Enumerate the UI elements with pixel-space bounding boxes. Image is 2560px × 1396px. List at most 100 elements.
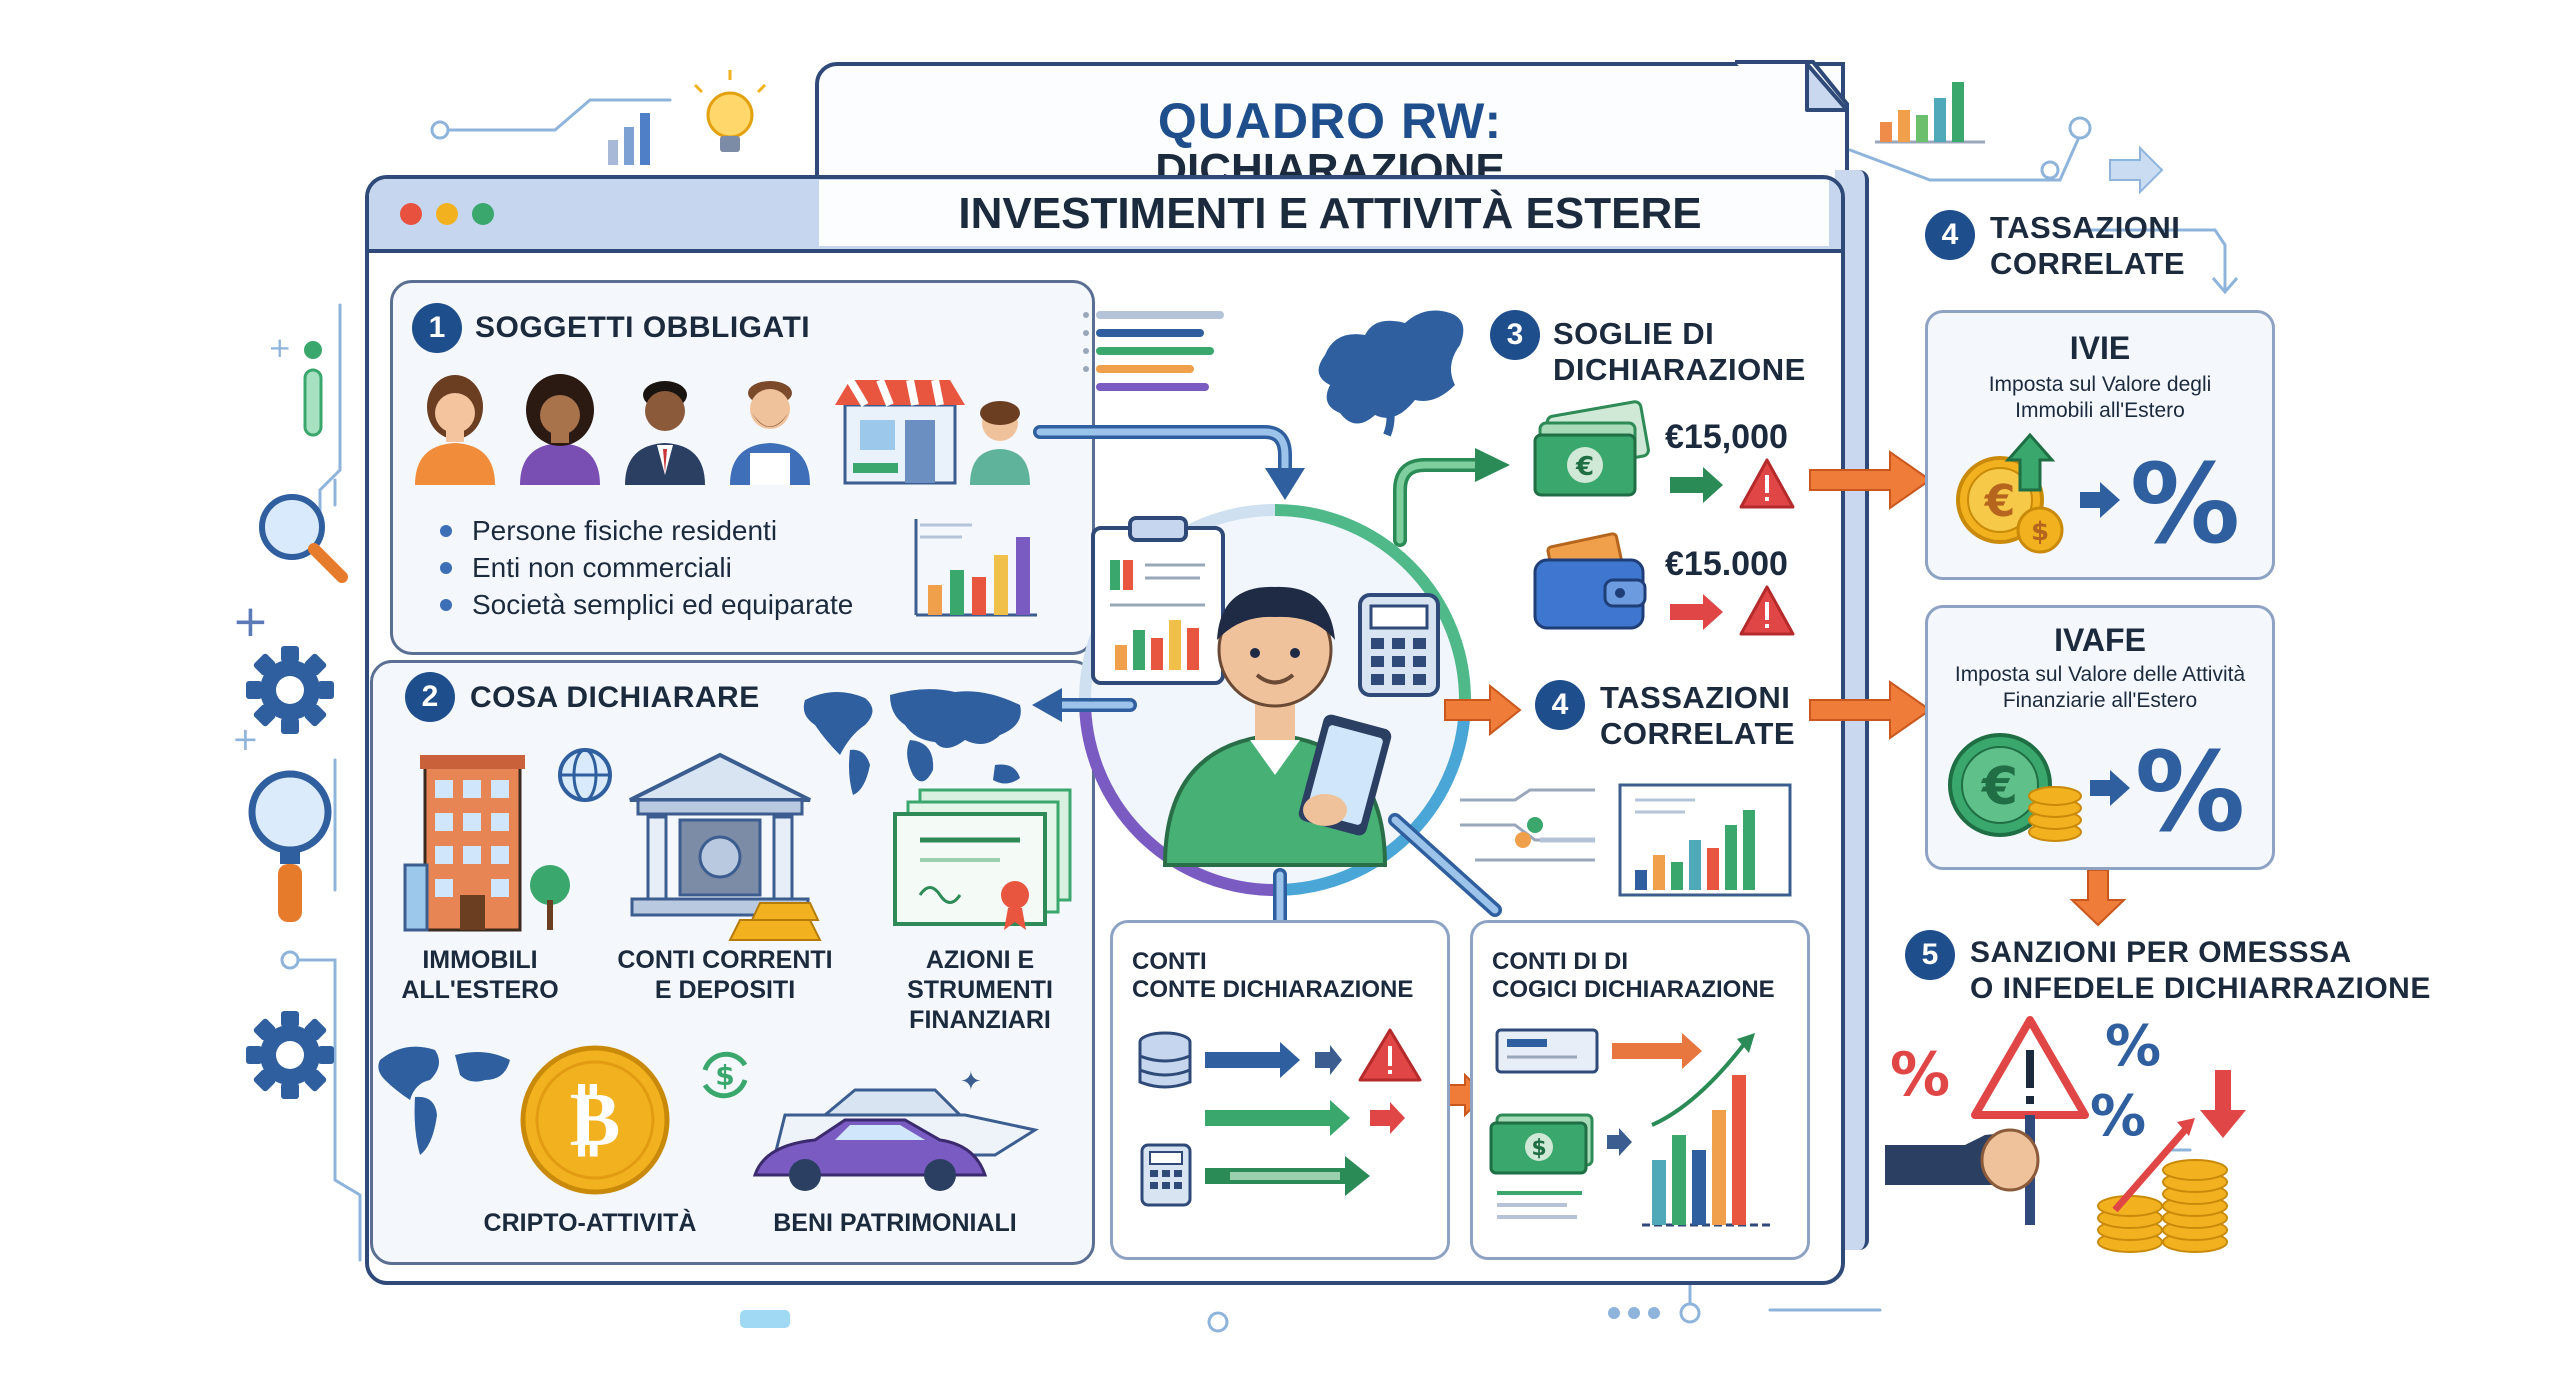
page-title-line-3-repeat: INVESTIMENTI E ATTIVITÀ ESTERE <box>958 189 1702 238</box>
ivafe-icons: € % <box>1948 728 2245 856</box>
bar-chart-icon <box>608 113 650 165</box>
world-map-icon <box>803 689 1021 795</box>
globe-icon <box>558 748 612 802</box>
ivie-title: IVIE <box>2069 330 2131 366</box>
svg-text:✦: ✦ <box>960 1067 982 1097</box>
bullet-item: Persone fisiche residenti <box>440 512 853 549</box>
svg-text:€: € <box>1981 757 2018 817</box>
database-icon <box>1138 1031 1192 1089</box>
item-immobili-label: IMMOBILI ALL'ESTERO <box>401 946 559 1004</box>
bullet-persone-fisiche: Persone fisiche residenti <box>472 515 778 546</box>
threshold-1-arrow <box>1670 458 1795 509</box>
svg-text:₿: ₿ <box>570 1074 621 1163</box>
section-4-right-badge: 4 <box>1925 210 1975 260</box>
sanzioni-illustration: % % % <box>1885 1014 2246 1253</box>
bullet-item: Enti non commerciali <box>440 549 853 586</box>
person-woman-icon <box>415 375 495 485</box>
bank-icon <box>629 752 822 941</box>
lightbulb-icon <box>693 70 767 152</box>
magnifier-icon <box>259 494 348 583</box>
calculator-icon <box>1358 593 1440 697</box>
percent-icon: % <box>2135 728 2245 856</box>
person-woman-icon <box>520 374 600 485</box>
world-map-icon <box>378 1046 510 1155</box>
ivie-desc: Imposta sul Valore degli Immobili all'Es… <box>1988 373 2212 422</box>
certificate-icon <box>893 788 1072 930</box>
svg-text:%: % <box>2130 440 2240 568</box>
title-line-1: QUADRO RW: <box>1157 93 1503 149</box>
page-fold <box>1735 60 1849 178</box>
ivie-icons: € $ % <box>1956 432 2240 568</box>
dollar-cycle-icon: $ <box>702 1051 748 1099</box>
svg-text:€: € <box>1575 452 1594 482</box>
svg-text:$: $ <box>1531 1136 1546 1161</box>
maximize-window-button[interactable] <box>472 203 494 225</box>
conti-2-content: $ <box>1489 1028 1772 1227</box>
close-window-button[interactable] <box>400 203 422 225</box>
gear-icon <box>246 1011 334 1099</box>
section-2-title: COSA DICHIARARE <box>470 681 760 714</box>
bar-chart-icon <box>1875 82 1985 144</box>
europe-map-icon <box>1318 310 1464 437</box>
percent-icon: % <box>2090 1084 2146 1149</box>
item-beni-label: BENI PATRIMONIALI <box>773 1209 1017 1237</box>
section-4-mid-title: TASSAZIONI CORRELATE <box>1600 680 1796 751</box>
item-cripto-label: CRIPTO-ATTIVITÀ <box>483 1209 697 1237</box>
section-1-title: SOGGETTI OBBLIGATI <box>475 311 811 344</box>
shop-icon <box>835 377 965 485</box>
section-1-badge: 1 <box>412 303 462 353</box>
people-icons <box>415 374 1030 485</box>
window-controls <box>400 203 494 225</box>
section-2-badge: 2 <box>405 672 455 722</box>
item-conti-label: CONTI CORRENTI E DEPOSITI <box>617 946 833 1004</box>
percent-icon: % <box>1890 1040 1950 1110</box>
section-3-badge: 3 <box>1490 310 1540 360</box>
person-man-icon <box>625 381 705 485</box>
svg-text:+: + <box>268 331 291 364</box>
svg-text:+: + <box>232 720 259 758</box>
conti-1-title: CONTI CONTE DICHIARAZIONE <box>1132 948 1414 1003</box>
item-azioni-label: AZIONI E STRUMENTI FINANZIARI <box>907 946 1053 1034</box>
doc-title-mask <box>819 180 1829 246</box>
network-chart-icon <box>1460 783 1792 897</box>
svg-text:€: € <box>1984 476 2016 527</box>
section-4-mid-badge: 4 <box>1535 680 1585 730</box>
person-woman-icon <box>970 401 1030 485</box>
list-lines-icon <box>1083 311 1224 391</box>
threshold-2-value: €15.000 <box>1665 545 1788 583</box>
svg-text:%: % <box>2135 728 2245 856</box>
conti-2-title: CONTI DI DI COGICI DICHIARAZIONE <box>1492 948 1775 1003</box>
threshold-2-arrow <box>1670 585 1795 636</box>
magnifier-icon <box>248 770 332 922</box>
section-3-title: SOGLIE DI DICHIARAZIONE <box>1553 316 1806 387</box>
svg-text:+: + <box>232 596 269 647</box>
bullet-societa: Società semplici ed equiparate <box>472 589 854 620</box>
section-4-right-title: TASSAZIONI CORRELATE <box>1990 210 2186 281</box>
wallet-icon <box>1533 532 1647 630</box>
gear-icon <box>246 646 334 734</box>
clipboard-icon <box>1091 516 1225 685</box>
bar-chart-icon <box>914 519 1037 617</box>
percent-icon: % <box>2105 1014 2161 1079</box>
person-man-icon <box>730 381 810 485</box>
section-5-title: SANZIONI PER OMESSSA O INFEDELE DICHIARR… <box>1970 936 2431 1005</box>
ivafe-title: IVAFE <box>2054 622 2146 658</box>
bitcoin-icon: ₿ <box>520 1045 670 1195</box>
buildings-icon <box>403 755 570 932</box>
minimize-window-button[interactable] <box>436 203 458 225</box>
section-5-badge: 5 <box>1905 930 1955 980</box>
threshold-1-value: €15,000 <box>1665 418 1788 456</box>
info-icon <box>303 341 323 437</box>
banknote-icon: € <box>1533 400 1650 497</box>
euro-coin-icon: € <box>1948 733 2052 837</box>
percent-icon: % <box>2130 440 2240 568</box>
bullet-enti: Enti non commerciali <box>472 552 732 583</box>
person-with-tablet-icon <box>1162 586 1392 867</box>
car-boat-icon: ✦ <box>752 1067 1039 1191</box>
conti-1-content <box>1138 1028 1422 1207</box>
svg-text:$: $ <box>2031 517 2049 547</box>
soggetti-bullets: Persone fisiche residenti Enti non comme… <box>440 512 853 623</box>
calculator-icon <box>1140 1143 1192 1207</box>
